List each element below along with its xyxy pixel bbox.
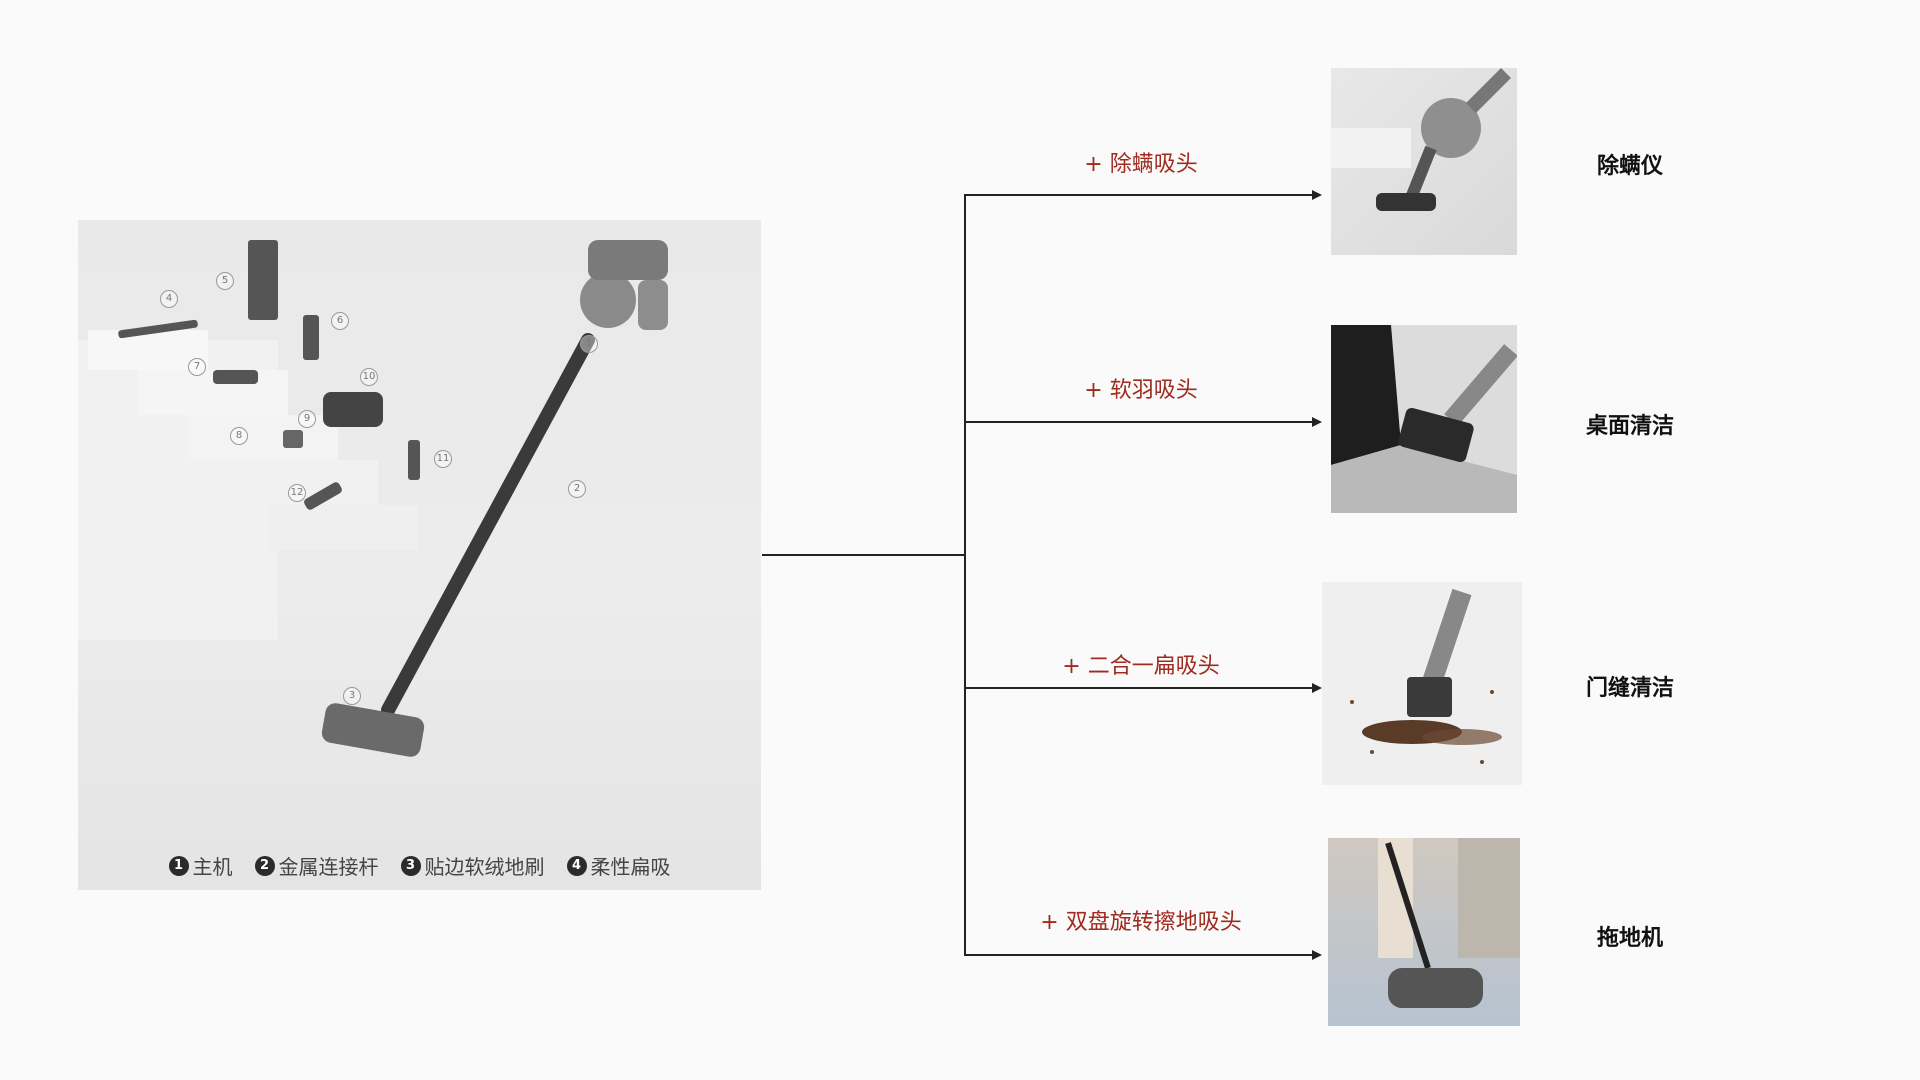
attachment-label-4: + 双盘旋转擦地吸头 <box>1040 910 1242 935</box>
arrow-head-icon <box>1312 417 1322 427</box>
branch-line-4 <box>966 954 1314 956</box>
crevice-cleaning-photo <box>1322 582 1522 785</box>
part-number-11: 11 <box>434 450 452 468</box>
part-number-4: 4 <box>160 290 178 308</box>
legend-item: 1 主机 <box>168 851 233 880</box>
part-number-2: 2 <box>568 480 586 498</box>
arrow-head-icon <box>1312 950 1322 960</box>
legend-item: 3 贴边软绒地刷 <box>400 851 545 880</box>
branch-line-1 <box>966 194 1314 196</box>
part-number-7: 7 <box>188 358 206 376</box>
mopping-photo <box>1328 838 1520 1026</box>
part-number-3: 3 <box>343 687 361 705</box>
result-label-1: 除螨仪 <box>1596 154 1663 179</box>
parts-legend: 1 主机 2 金属连接杆 3 贴边软绒地刷 4 柔性扁吸 <box>78 851 761 880</box>
part-number-12: 12 <box>288 484 306 502</box>
branch-line-2 <box>966 421 1314 423</box>
legend-number: 2 <box>254 855 275 876</box>
legend-item: 4 柔性扁吸 <box>566 851 671 880</box>
attachment-label-2: + 软羽吸头 <box>1084 378 1198 403</box>
legend-item: 2 金属连接杆 <box>254 851 379 880</box>
part-number-1: 1 <box>580 335 598 353</box>
part-number-6: 6 <box>331 312 349 330</box>
legend-label: 贴边软绒地刷 <box>424 855 545 879</box>
result-label-2: 桌面清洁 <box>1585 414 1674 439</box>
mite-removal-photo <box>1331 68 1517 255</box>
vacuum-kit-illustration <box>78 240 668 757</box>
part-number-10: 10 <box>360 368 378 386</box>
arrow-head-icon <box>1312 190 1322 200</box>
legend-label: 金属连接杆 <box>278 855 379 879</box>
legend-number: 3 <box>400 855 421 876</box>
trunk-line <box>762 554 966 556</box>
part-number-8: 8 <box>230 427 248 445</box>
legend-number: 4 <box>566 855 587 876</box>
result-label-4: 拖地机 <box>1596 926 1663 951</box>
branch-spine <box>964 194 966 956</box>
part-number-9: 9 <box>298 410 316 428</box>
arrow-head-icon <box>1312 683 1322 693</box>
attachment-label-3: + 二合一扁吸头 <box>1062 654 1220 679</box>
attachment-label-1: + 除螨吸头 <box>1084 152 1198 177</box>
branch-line-3 <box>966 687 1314 689</box>
desk-cleaning-photo <box>1331 325 1517 513</box>
legend-number: 1 <box>168 855 189 876</box>
main-product-image: 1 2 3 4 5 6 7 8 9 10 11 12 1 主机 2 金属连接杆 … <box>78 220 761 890</box>
legend-label: 主机 <box>192 855 233 879</box>
legend-label: 柔性扁吸 <box>590 855 671 879</box>
result-label-3: 门缝清洁 <box>1585 676 1674 701</box>
part-number-5: 5 <box>216 272 234 290</box>
